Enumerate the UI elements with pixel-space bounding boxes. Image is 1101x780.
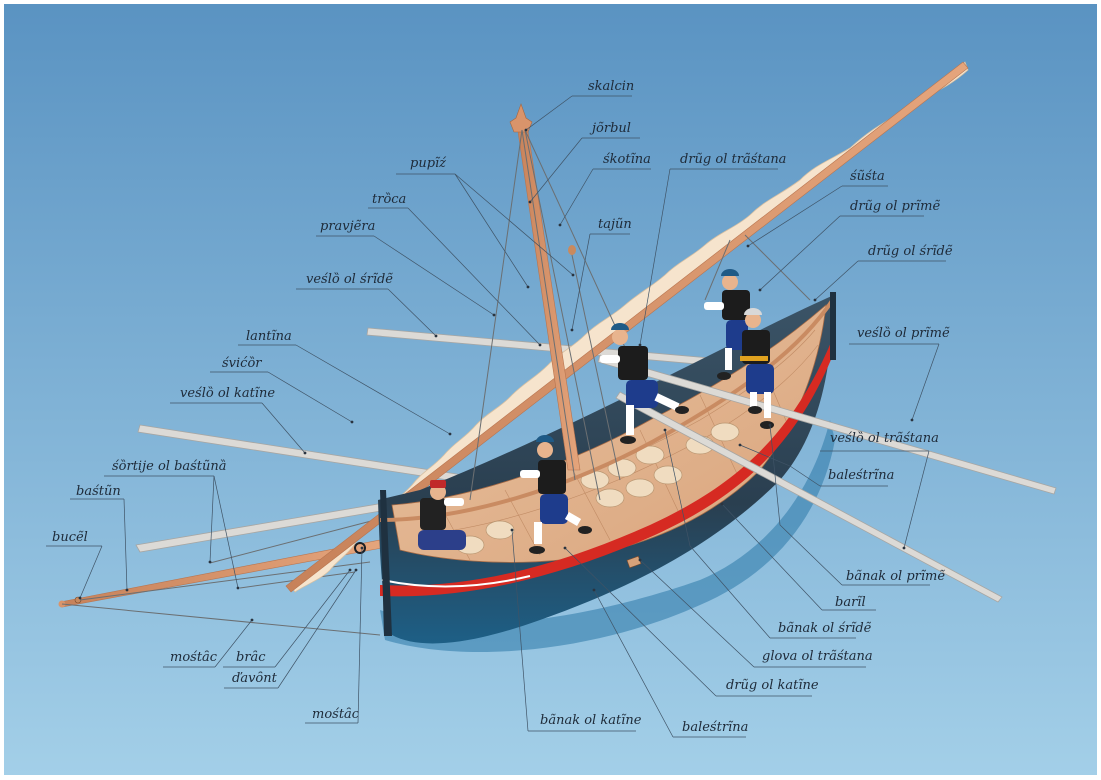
label-text: skalcin [588, 79, 634, 94]
label-text: pravjẽra [320, 219, 375, 234]
label-text: bãnak ol prĩmẽ [846, 569, 945, 584]
label-bucel: bucẽl [46, 530, 103, 600]
red-stripe [380, 340, 835, 597]
label-text: bãnak ol śrĩdẽ [778, 621, 872, 636]
label-balestrina-bottom: baleśtrĩna [592, 588, 748, 738]
label-text: baśtũn [76, 484, 121, 499]
label-text: baleśtrĩna [682, 720, 748, 735]
oar-prime [597, 354, 1057, 495]
label-text: drũg ol śrĩdẽ [868, 244, 953, 259]
masthead [509, 103, 533, 133]
label-tajun: tajũn [570, 217, 632, 332]
label-lantina: lantĩna [238, 329, 452, 436]
label-text: drũg ol katĩne [726, 678, 819, 693]
label-baril: barĩl [720, 502, 876, 611]
label-balestrina-right: baleśtrĩna [738, 443, 894, 487]
label-drug-trastana: drũg ol trãśtana [638, 152, 786, 347]
label-veslo-sride: veślȍ ol śrĩdẽ [296, 272, 438, 338]
label-text: śvićȍr [222, 356, 262, 371]
label-pupiz: pupĩź [396, 156, 575, 289]
rower-2 [520, 435, 592, 554]
label-text: śũśta [850, 169, 885, 184]
rower-bow [418, 480, 466, 550]
rower-5 [740, 308, 774, 429]
label-text: śkotĩna [603, 152, 651, 167]
label-text: mośtȃc [312, 707, 360, 722]
label-drug-prime: drũg ol prĩmẽ [758, 199, 941, 292]
label-pravjera: pravjẽra [316, 219, 496, 317]
label-banak-prime: bãnak ol prĩmẽ [768, 423, 945, 586]
label-veslo-prime: veślȍ ol prĩmẽ [849, 326, 950, 422]
label-text: veślȍ ol prĩmẽ [857, 326, 950, 341]
label-text: trȍca [372, 192, 406, 207]
label-text: ďavȏnt [232, 671, 278, 686]
label-glova-trastana: glova ol trãśtana [638, 558, 873, 668]
label-sortije: śȍrtije ol baśtũnȁ [104, 459, 240, 590]
white-stripe [381, 575, 531, 588]
rower-4 [704, 269, 750, 380]
hull [354, 292, 836, 644]
label-troca: trȍca [368, 192, 542, 347]
stern-post [830, 292, 836, 360]
label-bastun: baśtũn [70, 484, 129, 592]
labels: skalcin jõrbul śkotĩna drũg ol trãśtana [46, 79, 953, 738]
label-text: drũg ol prĩmẽ [850, 199, 941, 214]
label-davont: ďavȏnt [224, 568, 358, 689]
label-veslo-katine: veślȍ ol katĩne [170, 386, 307, 455]
label-brac: brȃc [223, 568, 352, 668]
front-oars [597, 354, 1057, 603]
mast [509, 103, 581, 471]
label-text: tajũn [598, 217, 632, 232]
label-text: mośtȃc [170, 650, 218, 665]
label-veslo-trastana: veślȍ ol trãśtana [820, 431, 939, 550]
bow-ring [354, 542, 366, 554]
label-text: drũg ol trãśtana [680, 152, 786, 167]
label-text: barĩl [835, 595, 866, 610]
label-text: bucẽl [52, 530, 88, 545]
label-text: veślȍ ol trãśtana [830, 431, 939, 446]
label-text: lantĩna [246, 329, 292, 344]
label-text: baleśtrĩna [828, 468, 894, 483]
rower-3 [600, 323, 689, 444]
label-banak-katine: bãnak ol katĩne [510, 528, 642, 732]
label-banak-sride: bãnak ol śrĩdẽ [663, 428, 872, 639]
oar-trastana [615, 391, 1003, 603]
label-text: glova ol trãśtana [762, 649, 873, 664]
label-text: śȍrtije ol baśtũnȁ [112, 459, 227, 474]
label-drug-katine: drũg ol katĩne [563, 546, 819, 697]
label-text: veślȍ ol śrĩdẽ [306, 272, 393, 287]
label-text: jõrbul [589, 121, 631, 136]
label-skalcin: skalcin [524, 79, 634, 132]
label-skotina: śkotĩna [558, 152, 651, 227]
label-text: veślȍ ol katĩne [180, 386, 275, 401]
label-drug-sride: drũg ol śrĩdẽ [813, 244, 953, 302]
label-mostac-left: mośtȃc [163, 618, 254, 668]
label-text: brȃc [236, 650, 266, 665]
mast-block [568, 245, 576, 255]
rowers [418, 269, 774, 554]
label-text: pupĩź [410, 156, 447, 171]
hull-reflection [380, 420, 835, 653]
label-jorbul: jõrbul [528, 121, 640, 204]
label-svicor: śvićȍr [210, 356, 354, 424]
label-text: bãnak ol katĩne [540, 713, 642, 728]
stem-post [380, 490, 392, 636]
label-mostac-bottom: mośtȃc [305, 546, 364, 724]
label-susta: śũśta [746, 169, 888, 248]
